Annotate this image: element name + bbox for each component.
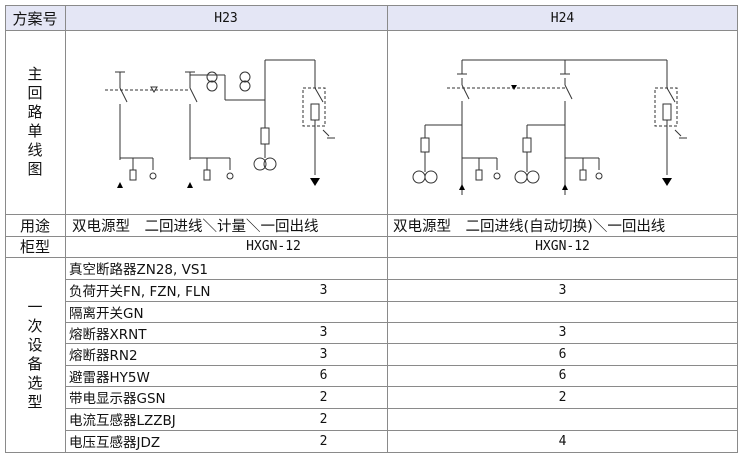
main-circuit-char: 单 [27, 122, 43, 140]
main-circuit-label: 主 回 路 单 线 图 [5, 30, 65, 214]
row-divider [65, 386, 738, 387]
equipment-h23-qty: 2 [319, 389, 328, 405]
equipment-h23-qty: 2 [319, 411, 328, 427]
equipment-h23-qty: 3 [319, 282, 328, 298]
scheme-number-header: 方案号 [5, 6, 65, 30]
equipment-name: 带电显示器GSN [69, 391, 166, 407]
equipment-h23-qty: 3 [319, 325, 328, 340]
table-border-bottom [5, 452, 738, 453]
row-divider [65, 343, 738, 344]
table-border-top [5, 5, 738, 6]
equipment-h23-qty [260, 301, 387, 322]
main-circuit-char: 主 [27, 65, 43, 83]
equipment-h24-qty: 6 [558, 346, 567, 362]
cabinet-h23: HXGN-12 [246, 239, 301, 254]
row-divider [65, 301, 738, 302]
equipment-h23-qty: 6 [319, 368, 328, 383]
table-border-left [5, 5, 6, 453]
equipment-h24-qty: 3 [558, 282, 567, 298]
equipment-h24-qty: 2 [558, 389, 567, 405]
equipment-h23-qty: 2 [319, 433, 328, 449]
equipment-name: 电压互感器JDZ [69, 435, 161, 451]
usage-h24: 双电源型 二回进线(自动切换)＼一回出线 [393, 218, 666, 235]
equipment-name: 真空断路器ZN28, VS1 [69, 262, 209, 278]
main-circuit-char: 图 [27, 160, 43, 178]
equipment-h24-qty [387, 301, 738, 322]
equipment-name: 隔离开关GN [69, 305, 144, 322]
row-divider [65, 365, 738, 366]
column-divider [387, 5, 388, 453]
equipment-h24-qty: 3 [558, 325, 567, 340]
main-circuit-char: 回 [27, 84, 43, 102]
equipment-name: 熔断器RN2 [69, 348, 138, 364]
row-divider [65, 322, 738, 323]
row-divider [5, 257, 738, 258]
equipment-h24-qty [387, 257, 738, 279]
equipment-h23-qty [260, 257, 387, 279]
equipment-h24-qty: 4 [558, 433, 567, 449]
main-circuit-char: 路 [27, 103, 43, 121]
row-divider [5, 214, 738, 215]
row-divider [5, 30, 738, 31]
primary-equipment-char: 次 [27, 316, 43, 335]
row-divider [65, 279, 738, 280]
primary-equipment-char: 备 [27, 354, 43, 373]
usage-label: 用途 [19, 216, 50, 235]
equipment-name: 熔断器XRNT [69, 326, 147, 343]
h23-single-line-diagram [105, 59, 335, 188]
equipment-name: 电流互感器LZZBJ [69, 413, 176, 429]
primary-equipment-char: 设 [27, 335, 43, 354]
cabinet-label: 柜型 [19, 238, 50, 256]
column-divider [65, 5, 66, 453]
h24-single-line-diagram [412, 59, 687, 195]
cabinet-h24: HXGN-12 [535, 239, 590, 254]
primary-equipment-label: 一 次 设 备 选 型 [5, 257, 65, 452]
equipment-name: 避雷器HY5W [69, 369, 150, 386]
equipment-h24-qty [387, 408, 738, 430]
table-border-right [737, 5, 738, 453]
usage-h23: 双电源型 二回进线＼计量＼一回出线 [72, 218, 319, 235]
primary-equipment-char: 型 [27, 392, 43, 411]
row-divider [65, 408, 738, 409]
primary-equipment-char: 选 [27, 373, 43, 392]
row-divider [5, 236, 738, 237]
primary-equipment-char: 一 [27, 297, 43, 316]
row-divider [65, 430, 738, 431]
equipment-h23-qty: 3 [319, 346, 328, 362]
equipment-h24-qty: 6 [558, 368, 567, 383]
main-circuit-char: 线 [27, 141, 43, 159]
scheme-h24-header: H24 [387, 6, 738, 30]
equipment-name: 负荷开关FN, FZN, FLN [69, 284, 211, 300]
scheme-h23-header: H23 [65, 6, 387, 30]
